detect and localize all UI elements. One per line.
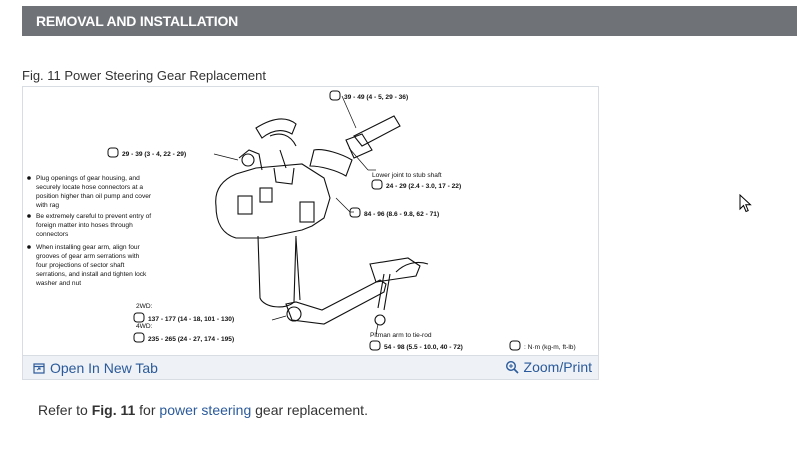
note1-line1: Plug openings of gear housing, and bbox=[36, 175, 140, 182]
note1-line3: position higher than oil pump and cover bbox=[36, 193, 152, 200]
units-legend: : N·m (kg-m, ft-lb) bbox=[524, 344, 576, 351]
body-prefix: Refer to bbox=[38, 402, 92, 418]
label-4wd: 4WD: bbox=[136, 323, 153, 330]
note1-line4: with rag bbox=[35, 202, 59, 209]
pitman-torque: 54 - 98 (5.5 - 10.0, 40 - 72) bbox=[384, 344, 463, 351]
power-steering-link[interactable]: power steering bbox=[159, 402, 252, 418]
note3-line2: grooves of gear arm serrations with bbox=[36, 253, 140, 260]
mouse-cursor-icon bbox=[739, 194, 752, 213]
pitman-arm-label: Pitman arm to tie-rod bbox=[370, 332, 432, 339]
note2-line1: Be extremely careful to prevent entry of bbox=[36, 213, 151, 220]
lower-joint-torque: 24 - 29 (2.4 - 3.0, 17 - 22) bbox=[386, 183, 461, 190]
section-header: REMOVAL AND INSTALLATION bbox=[22, 6, 797, 36]
torque-hose-label: 29 - 39 (3 - 4, 22 - 29) bbox=[122, 151, 186, 158]
note1-line2: securely locate hose connectors at a bbox=[36, 184, 143, 191]
torque-top-label: 39 - 49 (4 - 5, 29 - 36) bbox=[344, 94, 408, 101]
note3-line3: four projections of sector shaft bbox=[36, 262, 124, 269]
figure-footer: Open In New Tab Zoom/Print bbox=[23, 355, 598, 379]
fig-reference: Fig. 11 bbox=[91, 402, 136, 418]
section-title: REMOVAL AND INSTALLATION bbox=[36, 13, 239, 29]
torque-4wd: 235 - 265 (24 - 27, 174 - 195) bbox=[148, 336, 234, 343]
lower-joint-label: Lower joint to stub shaft bbox=[372, 172, 442, 179]
note3-line4: serrations, and install and tighten lock bbox=[36, 271, 147, 278]
torque-2wd: 137 - 177 (14 - 18, 101 - 130) bbox=[148, 316, 234, 323]
figure-caption: Fig. 11 Power Steering Gear Replacement bbox=[22, 68, 266, 83]
body-paragraph: Refer to Fig. 11 for power steering gear… bbox=[38, 402, 368, 418]
open-in-new-tab-label: Open In New Tab bbox=[50, 360, 158, 376]
label-2wd: 2WD: bbox=[136, 303, 153, 310]
steering-gear-diagram[interactable]: 39 - 49 (4 - 5, 29 - 36) 29 - 39 (3 - 4,… bbox=[24, 88, 597, 354]
body-middle: for bbox=[135, 402, 160, 418]
zoom-print-link[interactable]: Zoom/Print bbox=[505, 359, 592, 375]
note2-line2: foreign matter into hoses through bbox=[36, 222, 133, 229]
note2-line3: connectors bbox=[36, 231, 69, 238]
zoom-print-label: Zoom/Print bbox=[523, 359, 592, 375]
zoom-icon bbox=[505, 360, 519, 374]
body-suffix: gear replacement. bbox=[251, 402, 368, 418]
open-in-new-tab-link[interactable]: Open In New Tab bbox=[33, 360, 158, 376]
new-tab-icon bbox=[33, 363, 45, 374]
note3-line5: washer and nut bbox=[35, 280, 81, 287]
mount-torque-label: 84 - 96 (8.6 - 9.8, 62 - 71) bbox=[364, 211, 439, 218]
note3-line1: When installing gear arm, align four bbox=[36, 244, 141, 251]
figure-container: 39 - 49 (4 - 5, 29 - 36) 29 - 39 (3 - 4,… bbox=[22, 86, 599, 380]
